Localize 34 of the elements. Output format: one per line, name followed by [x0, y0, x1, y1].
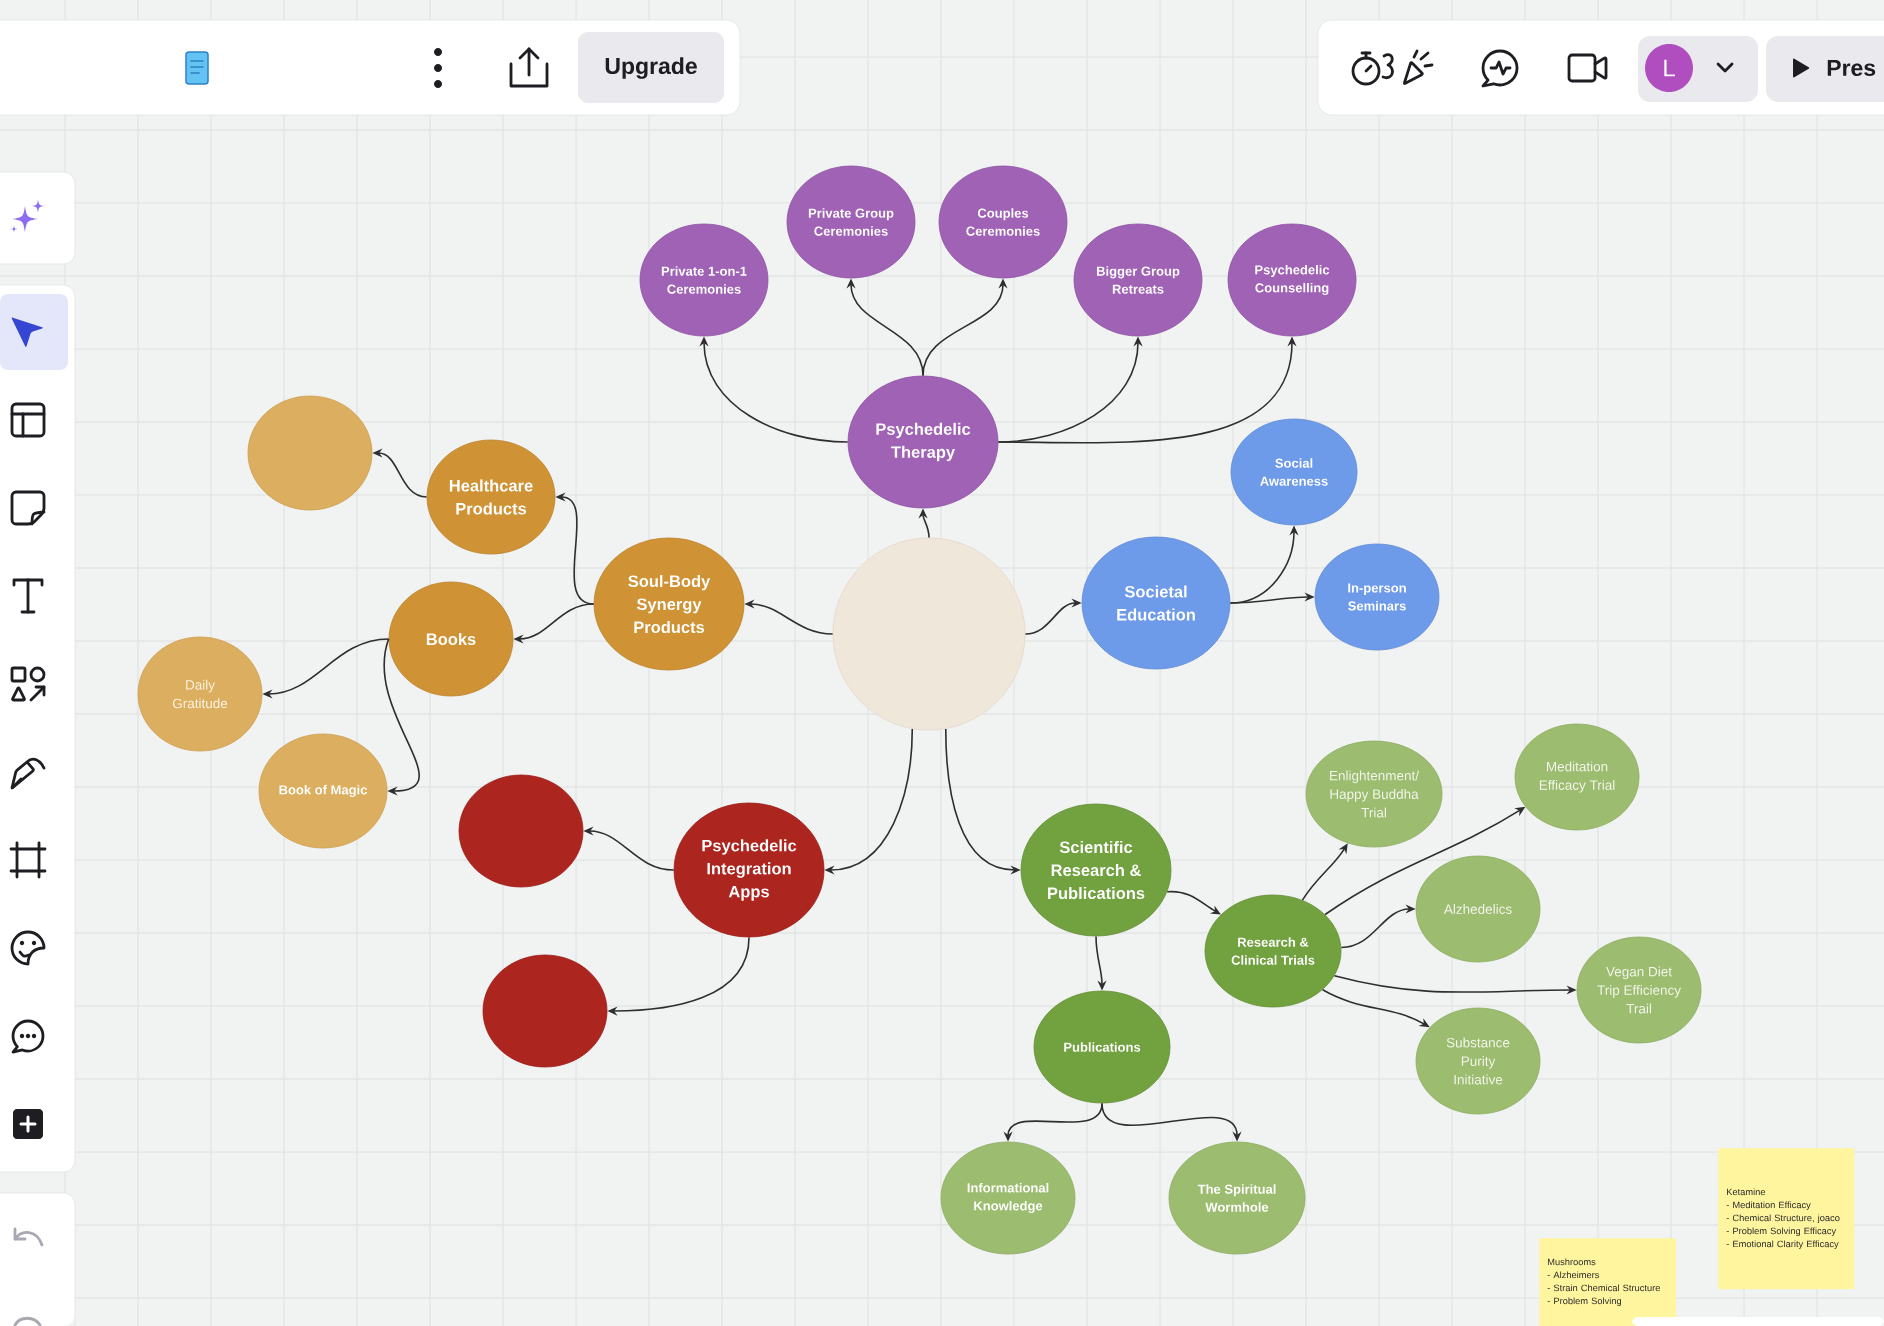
- topic-bubble: Daily Gratitude: [137, 636, 263, 752]
- topic-bubble: Private Group Ceremonies: [786, 165, 916, 279]
- topic-bubble: Book of Magic: [258, 733, 388, 849]
- topic-bubble: The Spiritual Wormhole: [1168, 1141, 1306, 1255]
- topic-bubble: Alzhedelics: [1415, 855, 1541, 963]
- topic-bubble: Healthcare Products: [426, 439, 556, 555]
- topic-bubble: Vegan Diet Trip Efficiency Trail: [1576, 936, 1702, 1044]
- topic-bubble: Publications: [1033, 990, 1171, 1104]
- topic-bubble: Psychedelic Therapy: [847, 375, 999, 509]
- topic-bubble: [482, 954, 608, 1068]
- topic-bubble: [247, 395, 373, 511]
- sticky-note: Mushrooms - Alzheimers - Strain Chemical Structure - Problem Solving: [1539, 1238, 1677, 1326]
- topic-bubble: Books: [388, 581, 514, 697]
- upgrade-button: Upgrade: [578, 32, 724, 103]
- topic-bubble: Psychedelic Counselling: [1227, 223, 1357, 337]
- topic-bubble: Enlightenment/ Happy Buddha Trial: [1305, 740, 1443, 848]
- connector-arrow: [383, 638, 420, 796]
- topic-bubble: Social Awareness: [1230, 418, 1358, 526]
- topic-bubble: Couples Ceremonies: [938, 165, 1068, 279]
- topic-bubble: Informational Knowledge: [940, 1141, 1076, 1255]
- topic-bubble: Substance Purity Initiative: [1415, 1007, 1541, 1115]
- topic-bubble: Societal Education: [1081, 536, 1231, 670]
- present-button: Pres: [1766, 36, 1884, 102]
- topic-bubble: Meditation Efficacy Trial: [1514, 723, 1640, 831]
- topic-bubble: Private 1-on-1 Ceremonies: [639, 223, 769, 337]
- topic-bubble: Bigger Group Retreats: [1073, 223, 1203, 337]
- sticky-note: Ketamine - Meditation Efficacy - Chemical Structure, joaco - Problem Solving Efficacy - Emotional Clarity Efficacy: [1718, 1148, 1855, 1290]
- topic-bubble: Psychedelic Integration Apps: [673, 802, 825, 938]
- topic-bubble: Scientific Research & Publications: [1020, 803, 1172, 937]
- topic-bubble: In-person Seminars: [1314, 543, 1440, 651]
- topic-bubble: [458, 774, 584, 888]
- topic-bubble: Soul-Body Synergy Products: [593, 537, 745, 671]
- hub-circle: [832, 537, 1026, 731]
- topic-bubble: Research & Clinical Trials: [1204, 894, 1342, 1008]
